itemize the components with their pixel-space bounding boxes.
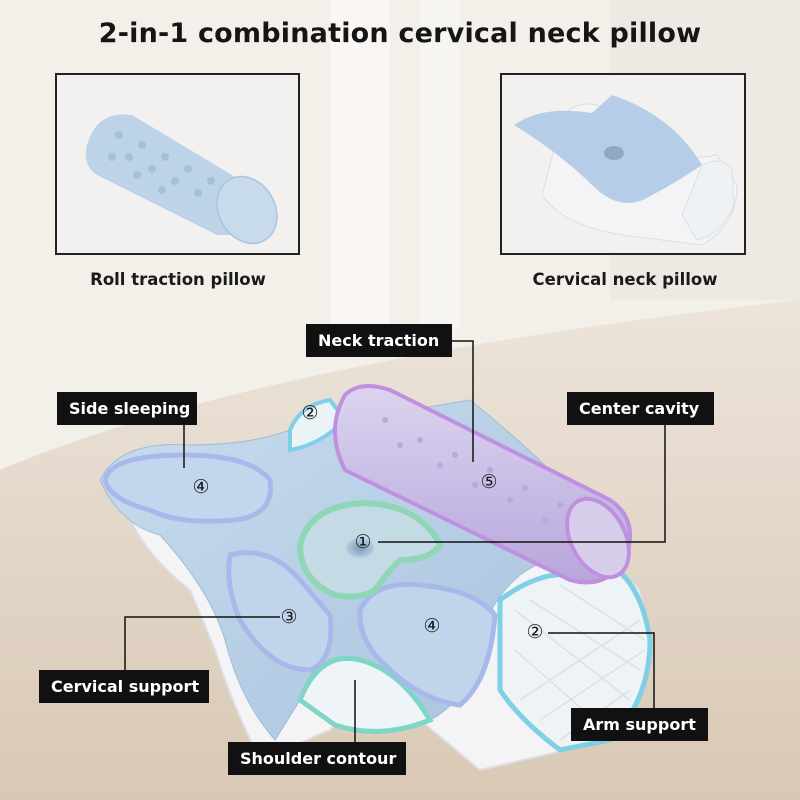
label-arm-support: Arm support — [571, 708, 708, 741]
cervical-support-zone — [226, 550, 334, 673]
label-center-cavity: Center cavity — [567, 392, 714, 425]
cervical-pillow-photo — [500, 73, 746, 255]
roll-bumps — [382, 417, 563, 523]
curtain-light — [330, 0, 390, 330]
shoulder-contour-zone — [296, 655, 434, 734]
roll-end-cap — [565, 496, 631, 580]
marker-3: ③ — [280, 606, 297, 628]
cervical-pillow-image — [502, 75, 744, 253]
label-side-sleeping: Side sleeping — [57, 392, 197, 425]
roll-pillow-photo — [55, 73, 300, 255]
label-shoulder-contour: Shoulder contour — [228, 742, 406, 775]
marker-2-top: ② — [301, 402, 318, 424]
marker-2-right: ② — [526, 621, 543, 643]
roll-pillow-image — [57, 75, 298, 253]
caption-cervical-neck-pillow: Cervical neck pillow — [532, 270, 718, 289]
leader-lines — [124, 340, 666, 742]
marker-4-left: ④ — [192, 476, 209, 498]
curtain-light — [420, 0, 460, 330]
marker-4-right: ④ — [423, 615, 440, 637]
marker-1: ① — [354, 531, 371, 553]
label-neck-traction: Neck traction — [306, 324, 452, 357]
caption-roll-traction-pillow: Roll traction pillow — [90, 270, 266, 289]
label-cervical-support: Cervical support — [39, 670, 209, 703]
side-sleeping-zone-right — [357, 581, 498, 708]
side-sleeping-zone — [102, 452, 274, 524]
mesh-pattern — [514, 584, 646, 741]
page-title: 2-in-1 combination cervical neck pillow — [98, 18, 702, 49]
center-hole — [346, 538, 374, 558]
marker-5: ⑤ — [480, 471, 497, 493]
